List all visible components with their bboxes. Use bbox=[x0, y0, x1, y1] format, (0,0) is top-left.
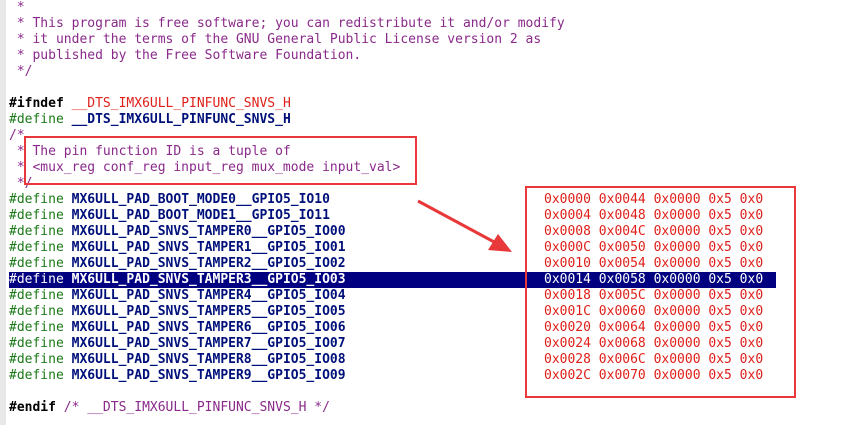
define-guard-macro: __DTS_IMX6ULL_PINFUNC_SNVS_H bbox=[71, 112, 291, 127]
selection-highlight bbox=[9, 272, 776, 288]
define-macro-name: MX6ULL_PAD_SNVS_TAMPER1__GPIO5_IO01 bbox=[71, 240, 346, 255]
ifndef-keyword: #ifndef bbox=[9, 96, 64, 111]
define-line[interactable]: #define MX6ULL_PAD_SNVS_TAMPER4__GPIO5_I… bbox=[9, 288, 346, 304]
comment-line: /* bbox=[9, 128, 25, 143]
define-guard-line: #define __DTS_IMX6ULL_PINFUNC_SNVS_H bbox=[9, 112, 291, 128]
define-value: 0x002C 0x0070 0x0000 0x5 0x0 bbox=[544, 368, 764, 383]
define-macro-name: MX6ULL_PAD_SNVS_TAMPER5__GPIO5_IO05 bbox=[71, 304, 346, 319]
define-macro-name: MX6ULL_PAD_SNVS_TAMPER4__GPIO5_IO04 bbox=[71, 288, 346, 303]
define-keyword: #define bbox=[9, 352, 64, 367]
define-keyword: #define bbox=[9, 320, 64, 335]
define-line[interactable]: #define MX6ULL_PAD_SNVS_TAMPER0__GPIO5_I… bbox=[9, 224, 346, 240]
define-macro-name: MX6ULL_PAD_BOOT_MODE1__GPIO5_IO11 bbox=[71, 208, 330, 223]
define-macro-name: MX6ULL_PAD_SNVS_TAMPER9__GPIO5_IO09 bbox=[71, 368, 346, 383]
define-value: 0x0028 0x006C 0x0000 0x5 0x0 bbox=[544, 352, 764, 367]
define-macro-name: MX6ULL_PAD_SNVS_TAMPER7__GPIO5_IO07 bbox=[71, 336, 346, 351]
define-value: 0x0024 0x0068 0x0000 0x5 0x0 bbox=[544, 336, 764, 351]
define-keyword: #define bbox=[9, 240, 64, 255]
comment-line: * The pin function ID is a tuple of bbox=[9, 144, 291, 159]
define-value: 0x0010 0x0054 0x0000 0x5 0x0 bbox=[544, 256, 764, 271]
define-keyword: #define bbox=[9, 208, 64, 223]
define-line[interactable]: #define MX6ULL_PAD_SNVS_TAMPER3__GPIO5_I… bbox=[9, 272, 346, 288]
define-value: 0x0004 0x0048 0x0000 0x5 0x0 bbox=[544, 208, 764, 223]
endif-comment: /* __DTS_IMX6ULL_PINFUNC_SNVS_H */ bbox=[63, 400, 330, 415]
define-macro-name: MX6ULL_PAD_BOOT_MODE0__GPIO5_IO10 bbox=[71, 192, 330, 207]
endif-keyword: #endif bbox=[9, 400, 56, 415]
define-line[interactable]: #define MX6ULL_PAD_SNVS_TAMPER1__GPIO5_I… bbox=[9, 240, 346, 256]
define-macro-name: MX6ULL_PAD_SNVS_TAMPER3__GPIO5_IO03 bbox=[71, 272, 346, 287]
define-line[interactable]: #define MX6ULL_PAD_SNVS_TAMPER6__GPIO5_I… bbox=[9, 320, 346, 336]
define-value: 0x000C 0x0050 0x0000 0x5 0x0 bbox=[544, 240, 764, 255]
define-keyword: #define bbox=[9, 336, 64, 351]
define-keyword: #define bbox=[9, 192, 64, 207]
define-keyword: #define bbox=[9, 224, 64, 239]
ifndef-macro: __DTS_IMX6ULL_PINFUNC_SNVS_H bbox=[71, 96, 291, 111]
define-line[interactable]: #define MX6ULL_PAD_BOOT_MODE1__GPIO5_IO1… bbox=[9, 208, 330, 224]
define-line[interactable]: #define MX6ULL_PAD_SNVS_TAMPER7__GPIO5_I… bbox=[9, 336, 346, 352]
comment-line: * bbox=[9, 0, 25, 15]
editor-gutter bbox=[0, 0, 6, 425]
define-value: 0x0014 0x0058 0x0000 0x5 0x0 bbox=[544, 272, 764, 287]
comment-line: * This program is free software; you can… bbox=[9, 16, 565, 31]
annotation-box-tuple-comment bbox=[24, 136, 417, 185]
define-value: 0x0020 0x0064 0x0000 0x5 0x0 bbox=[544, 320, 764, 335]
define-line[interactable]: #define MX6ULL_PAD_BOOT_MODE0__GPIO5_IO1… bbox=[9, 192, 330, 208]
define-keyword: #define bbox=[9, 288, 64, 303]
define-value: 0x0018 0x005C 0x0000 0x5 0x0 bbox=[544, 288, 764, 303]
define-macro-name: MX6ULL_PAD_SNVS_TAMPER6__GPIO5_IO06 bbox=[71, 320, 346, 335]
define-line[interactable]: #define MX6ULL_PAD_SNVS_TAMPER5__GPIO5_I… bbox=[9, 304, 346, 320]
define-line[interactable]: #define MX6ULL_PAD_SNVS_TAMPER9__GPIO5_I… bbox=[9, 368, 346, 384]
comment-line: * it under the terms of the GNU General … bbox=[9, 32, 542, 47]
define-keyword: #define bbox=[9, 304, 64, 319]
comment-line: * <mux_reg conf_reg input_reg mux_mode i… bbox=[9, 160, 401, 175]
define-keyword: #define bbox=[9, 256, 64, 271]
define-value: 0x001C 0x0060 0x0000 0x5 0x0 bbox=[544, 304, 764, 319]
define-keyword: #define bbox=[9, 112, 64, 127]
endif-line: #endif /* __DTS_IMX6ULL_PINFUNC_SNVS_H *… bbox=[9, 400, 330, 416]
ifndef-line: #ifndef __DTS_IMX6ULL_PINFUNC_SNVS_H bbox=[9, 96, 291, 112]
comment-line: * published by the Free Software Foundat… bbox=[9, 48, 362, 63]
define-value: 0x0000 0x0044 0x0000 0x5 0x0 bbox=[544, 192, 764, 207]
define-line[interactable]: #define MX6ULL_PAD_SNVS_TAMPER2__GPIO5_I… bbox=[9, 256, 346, 272]
define-macro-name: MX6ULL_PAD_SNVS_TAMPER8__GPIO5_IO08 bbox=[71, 352, 346, 367]
define-keyword: #define bbox=[9, 368, 64, 383]
comment-line: */ bbox=[9, 64, 33, 79]
define-value: 0x0008 0x004C 0x0000 0x5 0x0 bbox=[544, 224, 764, 239]
define-line[interactable]: #define MX6ULL_PAD_SNVS_TAMPER8__GPIO5_I… bbox=[9, 352, 346, 368]
define-macro-name: MX6ULL_PAD_SNVS_TAMPER2__GPIO5_IO02 bbox=[71, 256, 346, 271]
define-keyword: #define bbox=[9, 272, 64, 287]
define-macro-name: MX6ULL_PAD_SNVS_TAMPER0__GPIO5_IO00 bbox=[71, 224, 346, 239]
annotation-box-values bbox=[525, 186, 796, 398]
